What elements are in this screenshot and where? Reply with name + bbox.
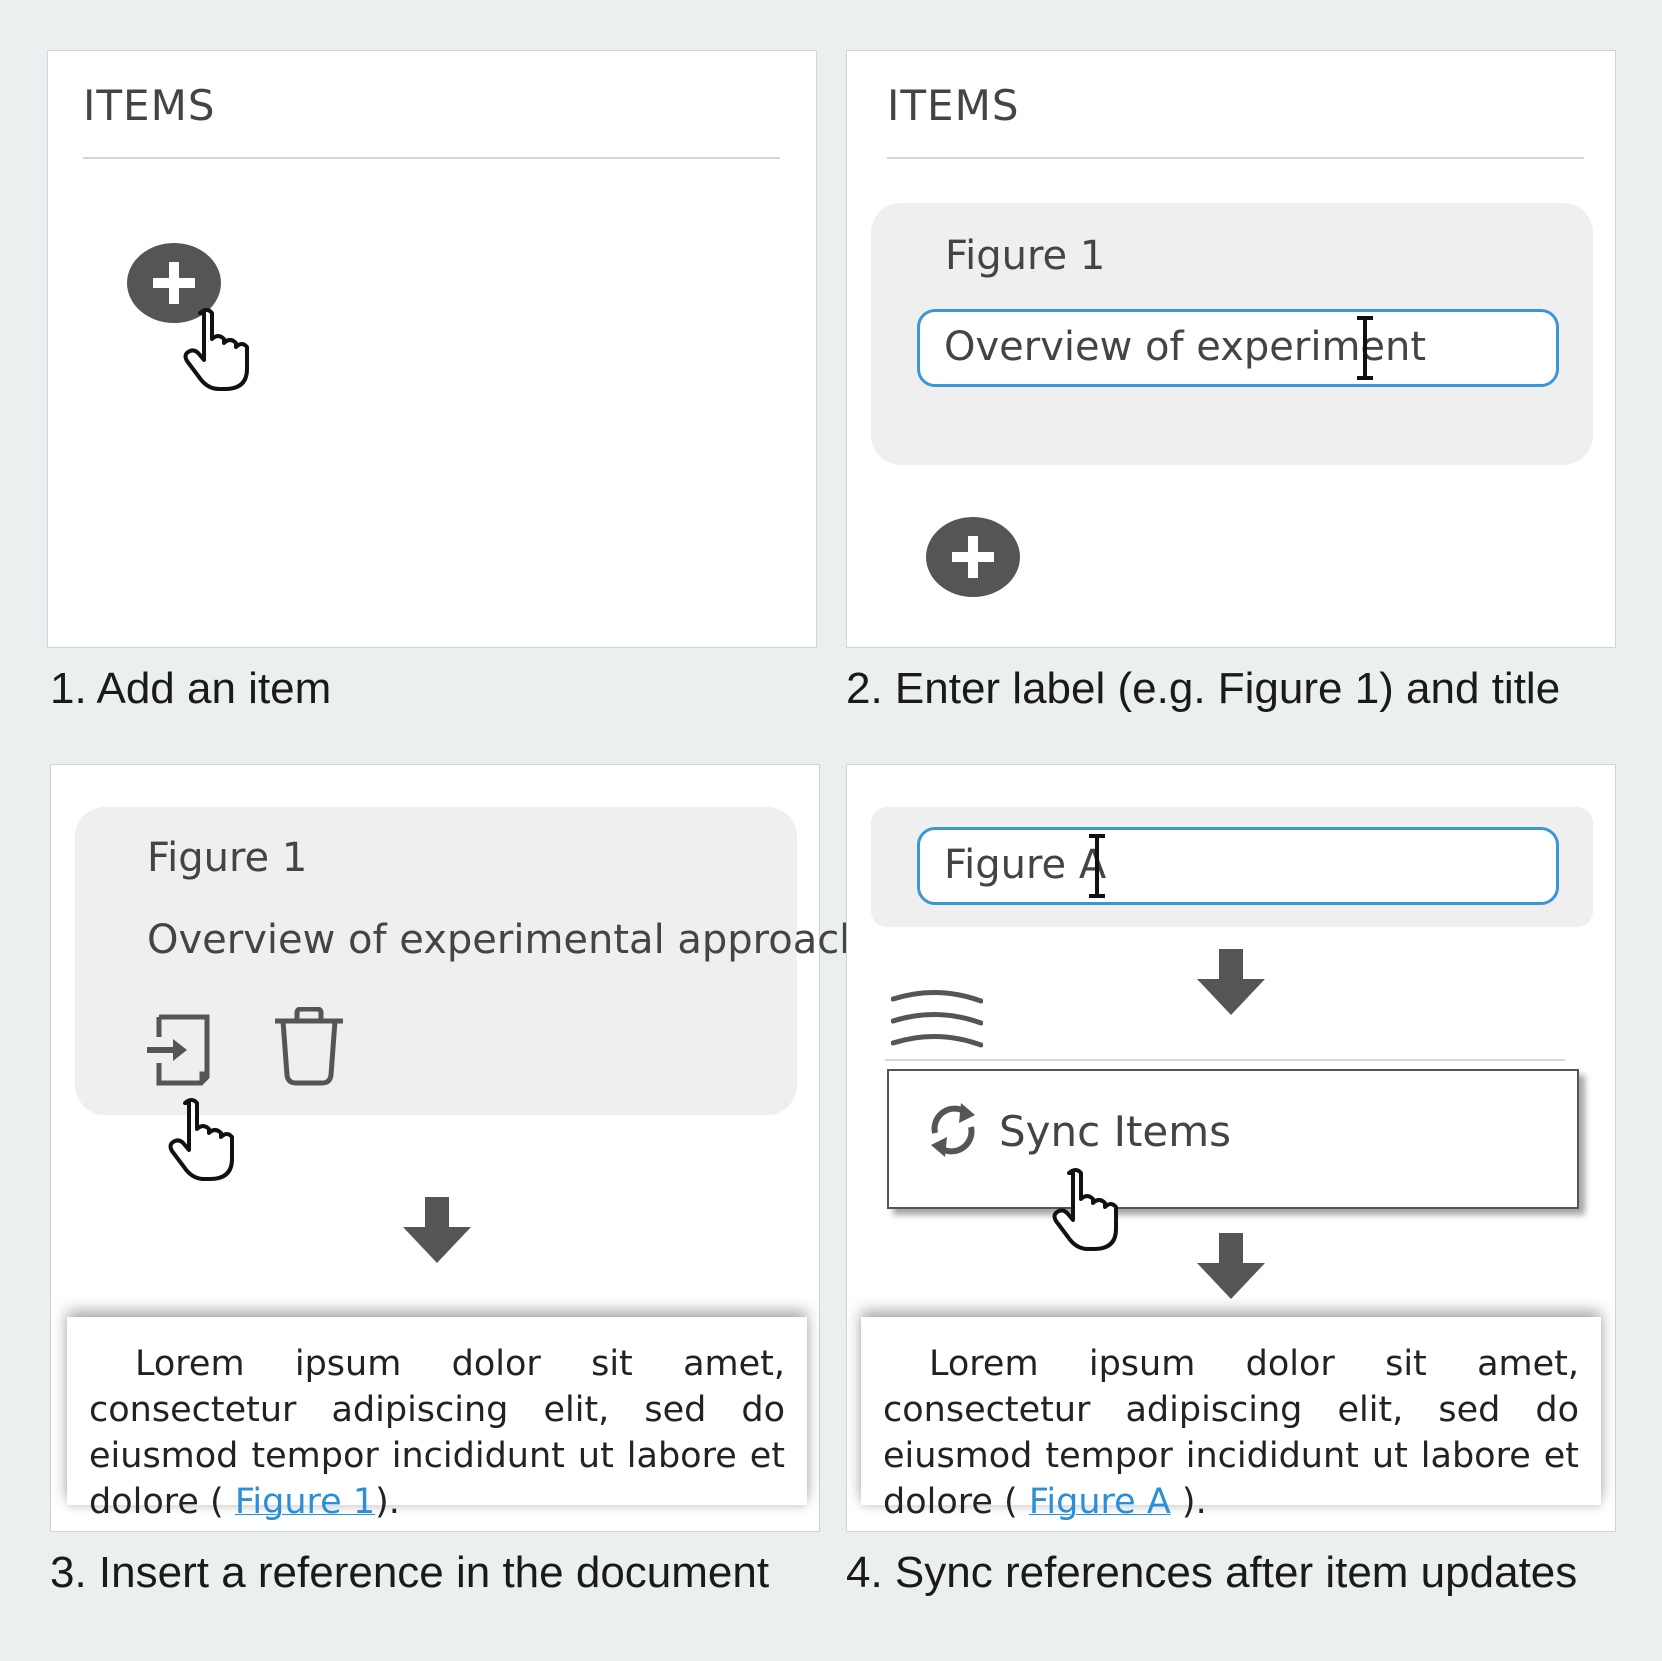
plus-icon — [153, 262, 195, 304]
toolbar-divider — [885, 1059, 1565, 1061]
add-item-button[interactable] — [926, 517, 1020, 597]
header-divider — [83, 157, 780, 159]
menu-icon[interactable] — [891, 987, 983, 1051]
item-title: Overview of experimental approach — [147, 917, 865, 963]
step1-panel: ITEMS — [47, 50, 817, 648]
plus-icon — [952, 536, 994, 578]
hand-pointer-icon — [183, 308, 249, 391]
item-title-value: Overview of experiment — [944, 324, 1427, 370]
figure-reference[interactable]: Figure A — [1028, 1482, 1171, 1522]
item-card: Figure 1 Overview of experiment — [871, 203, 1593, 465]
step4-caption: 4. Sync references after item updates — [846, 1548, 1578, 1597]
item-card: Figure 1 Overview of experimental approa… — [75, 807, 865, 1115]
text-cursor-icon — [1357, 316, 1373, 380]
item-label-input[interactable]: Figure A — [917, 827, 1559, 905]
sync-icon — [931, 1103, 975, 1157]
step3-caption: 3. Insert a reference in the document — [50, 1548, 770, 1597]
document-paragraph: Lorem ipsum dolor sit amet, consectetur … — [883, 1341, 1579, 1525]
trash-icon[interactable] — [271, 1007, 347, 1087]
sync-items-button[interactable]: Sync Items — [887, 1069, 1579, 1209]
item-card: Figure A — [871, 807, 1593, 927]
step1-caption: 1. Add an item — [50, 664, 332, 713]
step3-panel: Figure 1 Overview of experimental approa… — [50, 764, 865, 1532]
hand-pointer-icon — [168, 1098, 234, 1181]
item-label: Figure 1 — [147, 835, 308, 881]
arrow-down-icon — [1197, 1233, 1265, 1299]
sync-items-label: Sync Items — [999, 1107, 1232, 1156]
document-text-end: ). — [1181, 1482, 1207, 1522]
hand-pointer-icon — [1052, 1168, 1118, 1251]
item-title-input[interactable]: Overview of experiment — [917, 309, 1559, 387]
item-label: Figure 1 — [945, 233, 1106, 279]
document-text: Lorem ipsum dolor sit amet, consectetur … — [89, 1344, 785, 1522]
arrow-down-icon — [1197, 949, 1265, 1015]
header-divider — [887, 157, 1584, 159]
document-text: Lorem ipsum dolor sit amet, consectetur … — [883, 1344, 1579, 1522]
items-header: ITEMS — [83, 81, 216, 130]
text-cursor-icon — [1089, 834, 1105, 898]
figure-reference[interactable]: Figure 1 — [234, 1482, 376, 1522]
item-label-value: Figure A — [944, 842, 1107, 888]
step2-caption: 2. Enter label (e.g. Figure 1) and title — [846, 664, 1561, 713]
add-item-button[interactable] — [127, 243, 221, 323]
document-preview: Lorem ipsum dolor sit amet, consectetur … — [67, 1317, 807, 1522]
document-text-end: ). — [375, 1482, 400, 1522]
step4-panel: Figure A Sync Items Lorem ipsum dolor si… — [846, 764, 1616, 1532]
document-preview: Lorem ipsum dolor sit amet, consectetur … — [861, 1317, 1601, 1522]
document-paragraph: Lorem ipsum dolor sit amet, consectetur … — [89, 1341, 785, 1525]
arrow-down-icon — [403, 1197, 471, 1263]
items-header: ITEMS — [887, 81, 1020, 130]
insert-reference-icon[interactable] — [145, 1011, 215, 1087]
step2-panel: ITEMS Figure 1 Overview of experiment — [846, 50, 1616, 648]
